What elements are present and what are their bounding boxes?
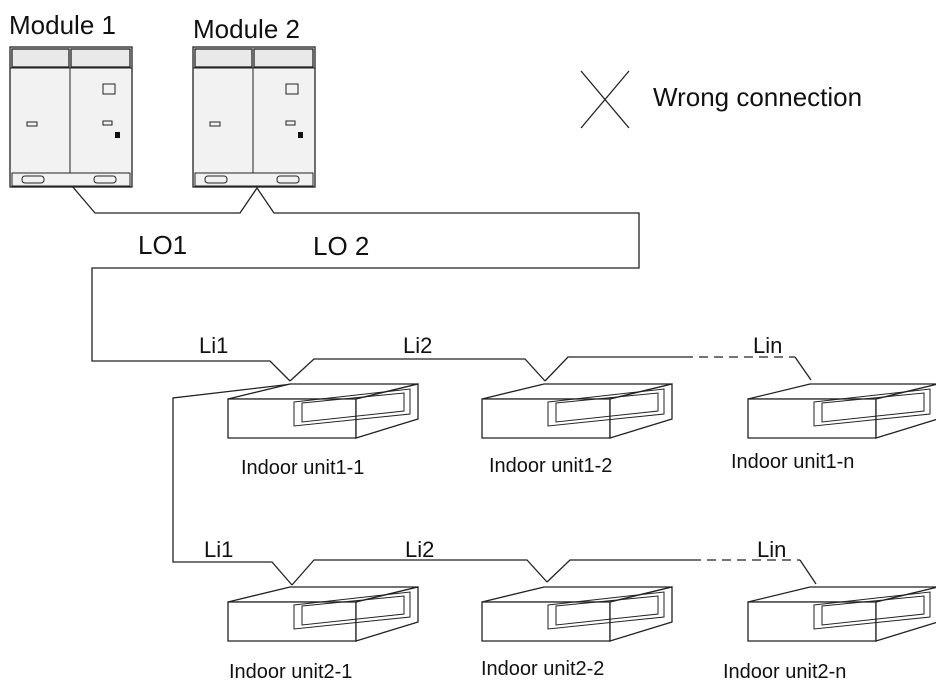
wrong-connection-label: Wrong connection	[653, 82, 863, 112]
indoor-unit-1-n-label: Indoor unit1-n	[731, 451, 855, 473]
indoor-unit-icon	[747, 586, 936, 642]
pipe-lo2-label: LO 2	[313, 231, 370, 261]
indoor-unit-icon	[227, 383, 419, 439]
row1-branch-pipe	[289, 356, 812, 382]
indoor-unit-icon	[747, 383, 936, 439]
outdoor-module-icon	[9, 46, 133, 188]
branch-label-row2-lin: Lin	[757, 537, 787, 562]
branch-label-row1-lin: Lin	[753, 333, 783, 358]
outdoor-module-icon	[192, 46, 316, 188]
indoor-unit-1-1-label: Indoor unit1-1	[241, 457, 365, 479]
row2-branch-pipe	[172, 383, 817, 586]
branch-label-row1-li2: Li2	[403, 333, 433, 358]
cross-icon	[580, 70, 630, 129]
branch-label-row2-li1: Li1	[204, 537, 234, 562]
pipe-lo1-label: LO1	[138, 230, 188, 260]
indoor-unit-icon	[227, 586, 419, 642]
module-1-label: Module 1	[9, 10, 116, 40]
indoor-unit-2-1-label: Indoor unit2-1	[229, 661, 353, 683]
branch-label-row1-li1: Li1	[199, 333, 229, 358]
main-pipe	[71, 185, 640, 382]
branch-label-row2-li2: Li2	[405, 537, 435, 562]
indoor-unit-2-2-label: Indoor unit2-2	[481, 658, 605, 680]
indoor-unit-icon	[481, 383, 673, 439]
indoor-units	[227, 383, 936, 642]
indoor-unit-1-2-label: Indoor unit1-2	[489, 455, 613, 477]
indoor-unit-2-n-label: Indoor unit2-n	[723, 661, 847, 683]
module-2-label: Module 2	[193, 14, 300, 44]
indoor-unit-icon	[481, 586, 673, 642]
